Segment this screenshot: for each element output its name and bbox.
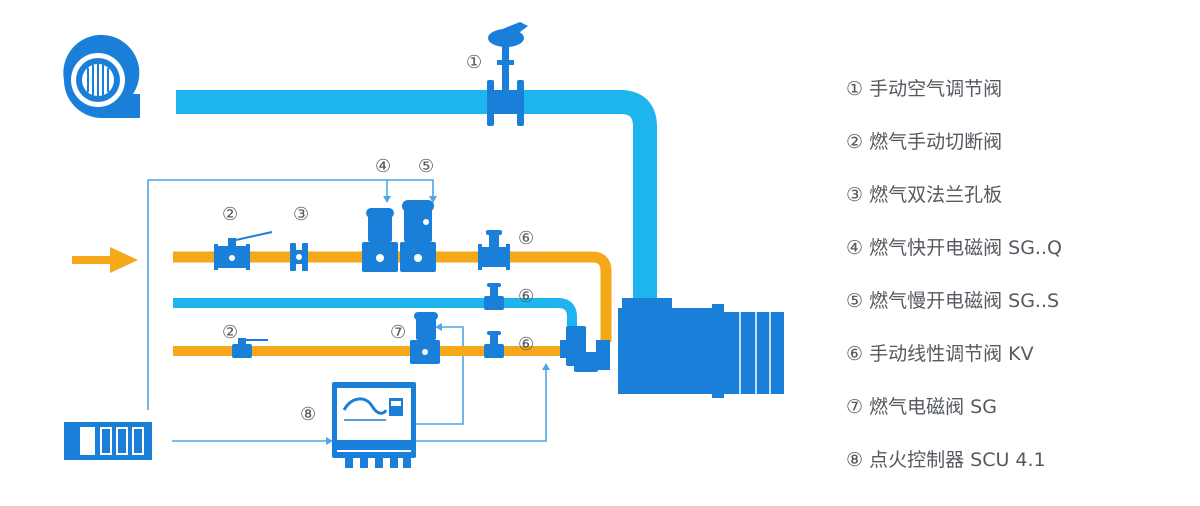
marker-2b: ② [222,322,238,343]
pilot-burner-icon [560,326,610,372]
legend-item: ⑧ 点火控制器 SCU 4.1 [846,445,1186,498]
orifice-plate-icon [290,243,308,271]
signal-lines [147,179,550,445]
marker-6a: ⑥ [518,228,534,249]
legend-marker: ③ [846,184,864,206]
ignition-controller-icon [332,382,416,468]
legend-marker: ⑧ [846,449,864,471]
legend-item: ③ 燃气双法兰孔板 [846,180,1186,233]
marker-1: ① [466,52,482,73]
legend-marker: ① [846,78,864,100]
legend-text: 燃气快开电磁阀 SG..Q [869,237,1062,259]
marker-7: ⑦ [390,322,406,343]
marker-2a: ② [222,204,238,225]
legend-marker: ④ [846,237,864,259]
legend-text: 手动空气调节阀 [869,78,1003,100]
arrowhead-valve-5 [429,196,437,203]
legend-marker: ⑥ [846,343,864,365]
sensor-panel-icon [64,422,152,460]
gas-shutoff-valve-pilot-icon [232,338,268,358]
legend-text: 燃气双法兰孔板 [869,184,1003,206]
signal-line-controller-to-burner [414,370,547,442]
gas-main-pipe [173,251,612,342]
air-main-pipe [176,90,657,300]
legend-text: 点火控制器 SCU 4.1 [869,449,1046,471]
marker-6c: ⑥ [518,334,534,355]
legend-marker: ⑦ [846,396,864,418]
arrowhead-controller [326,437,333,445]
arrowhead-burner [542,363,550,370]
arrowhead-valve-4 [383,196,391,203]
legend-item: ⑤ 燃气慢开电磁阀 SG..S [846,286,1186,339]
legend-item: ① 手动空气调节阀 [846,74,1186,127]
legend-item: ⑦ 燃气电磁阀 SG [846,392,1186,445]
gas-inlet-arrow-icon [72,247,138,273]
legend-text: 燃气慢开电磁阀 SG..S [869,290,1060,312]
arrowhead-valve-7 [435,323,442,331]
gas-shutoff-valve-icon [214,231,273,270]
linear-control-valve-air-icon [484,283,504,310]
marker-3: ③ [293,204,309,225]
gas-solenoid-valve-icon [410,312,440,364]
legend-marker: ⑤ [846,290,864,312]
manual-air-valve-icon [487,22,528,126]
blower-icon [63,34,140,119]
legend-item: ② 燃气手动切断阀 [846,127,1186,180]
air-pilot-pipe [173,298,577,336]
legend-text: 燃气手动切断阀 [869,131,1003,153]
legend-item: ⑥ 手动线性调节阀 KV [846,339,1186,392]
signal-line-controller-to-valve-7 [414,326,464,425]
legend-text: 手动线性调节阀 KV [869,343,1034,365]
legend-item: ④ 燃气快开电磁阀 SG..Q [846,233,1186,286]
marker-5: ⑤ [418,156,434,177]
linear-control-valve-pilot-icon [484,331,504,358]
marker-6b: ⑥ [518,286,534,307]
marker-8: ⑧ [300,404,316,425]
legend-text: 燃气电磁阀 SG [869,396,997,418]
burner-icon [618,298,784,398]
marker-4: ④ [375,156,391,177]
fast-solenoid-valve-icon [362,208,398,272]
legend-marker: ② [846,131,864,153]
slow-solenoid-valve-icon [400,200,436,272]
linear-control-valve-icon [478,230,510,270]
signal-line-sensor-up [147,179,434,410]
legend: ① 手动空气调节阀 ② 燃气手动切断阀 ③ 燃气双法兰孔板 ④ 燃气快开电磁阀 … [846,74,1186,498]
